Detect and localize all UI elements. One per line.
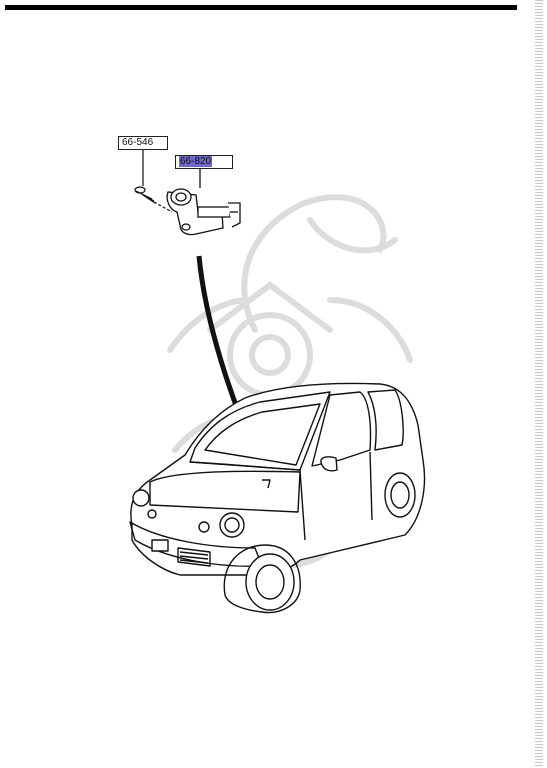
bolt-part [134,149,173,213]
top-border-bar [5,5,517,10]
part-number-label: 66-546 [122,137,154,148]
part-callout-66-820: 66-820 [175,155,233,169]
hood-switch-part [166,168,241,236]
side-watermark-strip [535,0,543,768]
car-illustration [129,382,426,614]
part-callout-66-546: 66-546 [118,136,168,150]
part-number-label-highlighted: 66-820 [179,156,213,167]
